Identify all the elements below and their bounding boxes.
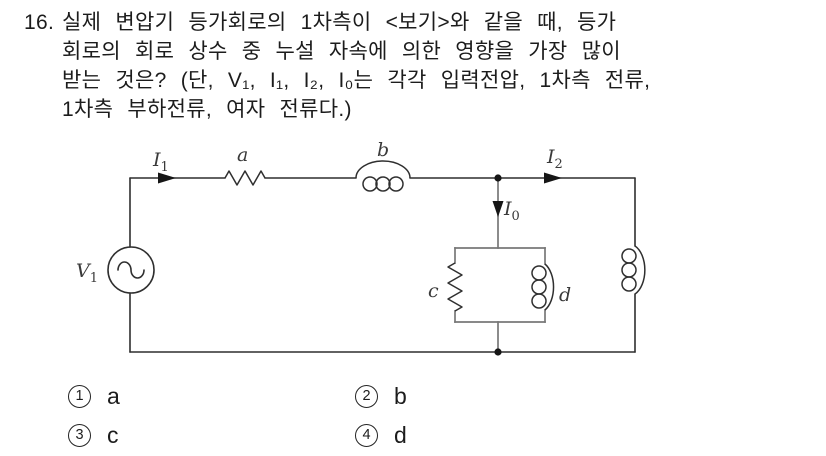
answer-options: 1 a 2 b 3 c 4 d bbox=[68, 383, 407, 448]
label-c: c bbox=[428, 280, 439, 302]
option-2-label: b bbox=[394, 383, 407, 409]
current-i1-arrow-icon bbox=[158, 172, 176, 184]
question-line-3: 받는 것은? (단, V₁, I₁, I₂, I₀는 각각 입력전압, 1차측 … bbox=[62, 69, 651, 92]
question-line-2: 회로의 회로 상수 중 누설 자속에 의한 영향을 가장 많이 bbox=[62, 40, 621, 63]
option-4[interactable]: 4 d bbox=[355, 422, 407, 448]
option-4-circle-number[interactable]: 4 bbox=[355, 424, 378, 447]
label-v1: V1 bbox=[76, 260, 98, 286]
top-node-dot bbox=[494, 174, 502, 182]
inductor-d-symbol bbox=[531, 263, 555, 311]
question-block: 16. 실제 변압기 등가회로의 1차측이 <보기>와 같을 때, 등가 회로의… bbox=[24, 8, 820, 124]
resistor-a-symbol bbox=[224, 170, 266, 186]
label-i1: I1 bbox=[152, 149, 169, 175]
inductor-b-symbol bbox=[355, 160, 411, 192]
bottom-node-dot bbox=[494, 348, 502, 356]
circuit-wires bbox=[129, 177, 636, 353]
option-2-circle-number[interactable]: 2 bbox=[355, 385, 378, 408]
resistor-c-symbol bbox=[447, 262, 463, 312]
option-2[interactable]: 2 b bbox=[355, 383, 407, 409]
question-number: 16. bbox=[24, 11, 55, 34]
question-text: 실제 변압기 등가회로의 1차측이 <보기>와 같을 때, 등가 회로의 회로 … bbox=[62, 8, 650, 124]
option-1-label: a bbox=[107, 383, 120, 409]
current-i0-arrow-icon bbox=[492, 201, 504, 217]
right-inductor-symbol bbox=[621, 245, 646, 295]
label-d: d bbox=[559, 284, 571, 306]
option-4-label: d bbox=[394, 422, 407, 448]
option-3-circle-number[interactable]: 3 bbox=[68, 424, 91, 447]
label-i2: I2 bbox=[546, 146, 563, 172]
ac-source-symbol bbox=[107, 246, 155, 294]
option-1-circle-number[interactable]: 1 bbox=[68, 385, 91, 408]
label-i0: I0 bbox=[503, 198, 520, 224]
question-line-4: 1차측 부하전류, 여자 전류다.) bbox=[62, 98, 352, 121]
label-a: a bbox=[237, 144, 248, 166]
current-i2-arrow-icon bbox=[544, 172, 562, 184]
label-b: b bbox=[377, 139, 389, 161]
question-line-1: 실제 변압기 등가회로의 1차측이 <보기>와 같을 때, 등가 bbox=[62, 11, 617, 34]
option-1[interactable]: 1 a bbox=[68, 383, 355, 409]
option-3[interactable]: 3 c bbox=[68, 422, 355, 448]
option-3-label: c bbox=[107, 422, 119, 448]
